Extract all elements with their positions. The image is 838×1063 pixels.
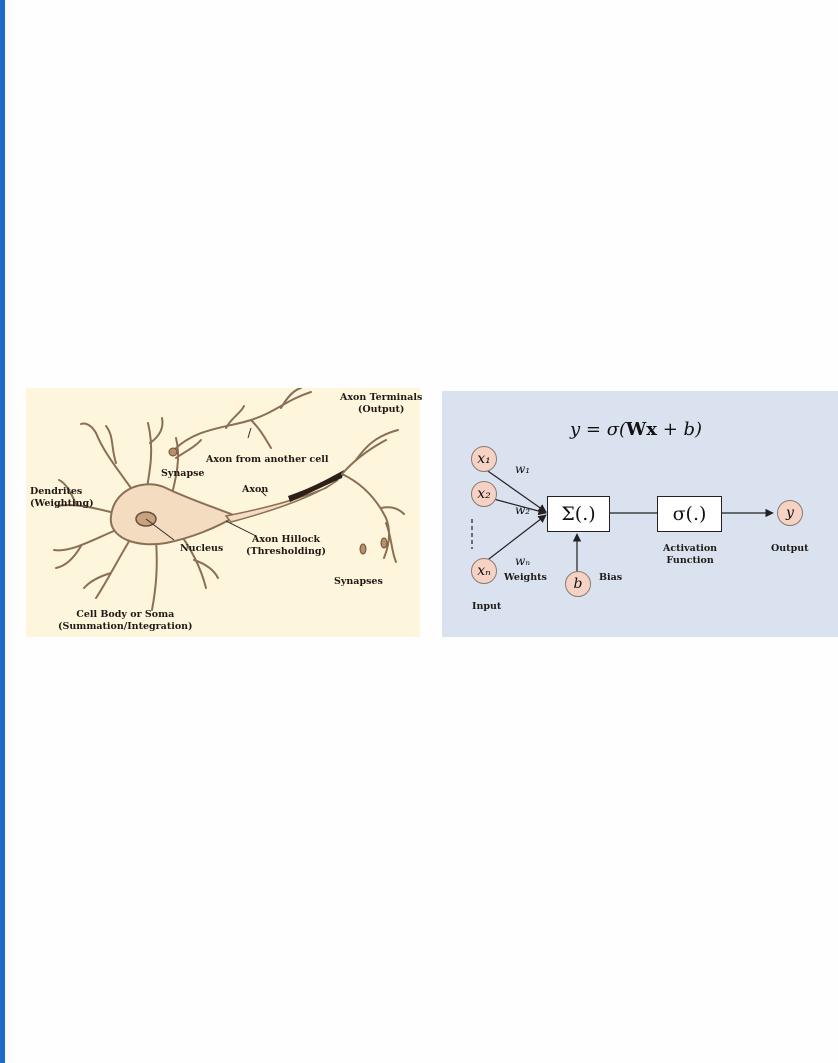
cell-body-sub: (Summation/Integration) [58, 621, 193, 632]
formula-eq: = σ( [580, 419, 627, 440]
weight-label-wn: wₙ [515, 554, 531, 568]
weight-label-w1: w₁ [515, 462, 531, 476]
summation-box: Σ(.) [547, 496, 610, 532]
output-label: Output [771, 543, 809, 554]
axon-terminals-sub: (Output) [357, 404, 405, 415]
output-node: y [777, 500, 803, 526]
dendrites-title: Dendrites [30, 486, 83, 497]
weight-label-w2: w₂ [515, 503, 531, 517]
bias-node: b [565, 571, 591, 597]
axon-from-another-cell-label: Axon from another cell [206, 454, 329, 465]
activation-label: Activation Function [663, 543, 717, 567]
formula-rest: + b) [656, 419, 703, 440]
weights-label: Weights [504, 572, 547, 583]
axon-hillock-label: Axon Hillock (Thresholding) [246, 534, 326, 558]
input-node-x1: x₁ [471, 446, 497, 472]
input-label: Input [472, 601, 502, 612]
cell-body-label: Cell Body or Soma (Summation/Integration… [58, 609, 193, 633]
axon-terminals-label: Axon Terminals (Output) [340, 392, 422, 416]
axon-hillock-title: Axon Hillock [251, 534, 321, 545]
biological-neuron-panel: Axon Terminals (Output) Axon from anothe… [26, 388, 422, 637]
activation-label-line1: Activation [663, 543, 718, 554]
input-node-x2: x₂ [471, 481, 497, 507]
activation-box: σ(.) [657, 496, 722, 532]
left-accent-bar [0, 0, 5, 1063]
axon-terminals-title: Axon Terminals [340, 392, 423, 403]
synapses-label: Synapses [334, 576, 383, 587]
nucleus-label: Nucleus [180, 543, 224, 554]
activation-label-line2: Function [666, 555, 714, 566]
input-node-xn: xₙ [471, 558, 497, 584]
bias-label: Bias [599, 572, 623, 583]
axon-hillock-sub: (Thresholding) [246, 546, 327, 557]
neuron-drawing [53, 388, 405, 611]
axon-label: Axon [242, 484, 269, 495]
formula-y: y [570, 419, 581, 440]
synapse-label: Synapse [161, 468, 205, 479]
cell-body-title: Cell Body or Soma [76, 609, 175, 620]
perceptron-formula: y = σ(Wx + b) [570, 419, 702, 440]
perceptron-panel: y = σ(Wx + b) x₁ x₂ xₙ w₁ w₂ wₙ Weights … [442, 391, 838, 637]
dendrites-label: Dendrites (Weighting) [30, 486, 94, 510]
dendrites-sub: (Weighting) [30, 498, 94, 509]
formula-wx: Wx [626, 419, 657, 440]
perceptron-connections [471, 468, 774, 572]
